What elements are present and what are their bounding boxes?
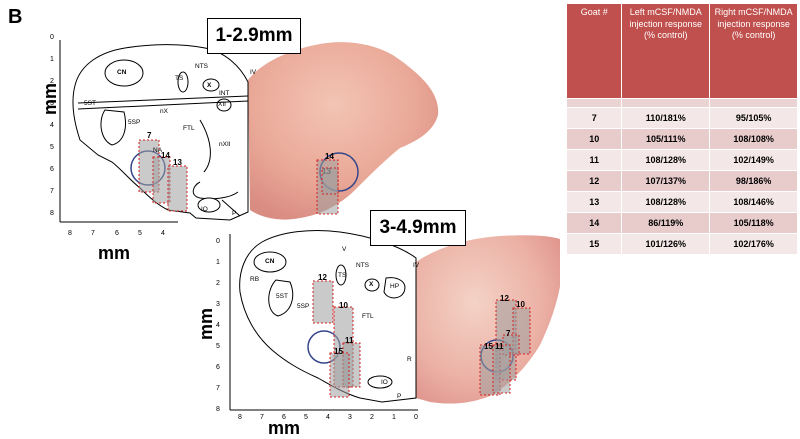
table-row: 15 101/126% 102/176% bbox=[565, 233, 798, 255]
top-schematic bbox=[72, 44, 359, 221]
top-axes bbox=[59, 40, 178, 223]
goat-label-7: 7 bbox=[147, 131, 152, 140]
table-header-row: Goat # Left mCSF/NMDA injection response… bbox=[565, 3, 798, 99]
cell-left: 110/181% bbox=[621, 107, 711, 129]
region-int: INT bbox=[219, 90, 230, 97]
panel-letter: B bbox=[8, 6, 23, 28]
region-io-bottom: IO bbox=[381, 379, 388, 386]
region-p-bottom: P bbox=[397, 393, 402, 400]
header-left-response: Left mCSF/NMDA injection response (% con… bbox=[621, 3, 711, 99]
goat-label-11: 11 bbox=[345, 336, 354, 345]
table-row: 7 110/181% 95/105% bbox=[565, 107, 798, 129]
region-x: X bbox=[207, 82, 212, 89]
cell-right: 102/149% bbox=[709, 149, 798, 171]
bottom-schematic bbox=[239, 230, 531, 403]
cell-right: 105/118% bbox=[709, 212, 798, 234]
goat-label-13-right: 13 bbox=[322, 167, 331, 176]
cell-left: 86/119% bbox=[621, 212, 711, 234]
region-ts-bottom: TS bbox=[338, 272, 347, 279]
region-hp: HP bbox=[390, 283, 400, 290]
table-spacer-row bbox=[565, 98, 798, 108]
cell-right: 108/146% bbox=[709, 191, 798, 213]
goat-label-11-right: 11 bbox=[495, 342, 504, 351]
top-x-ticks: 8 7 6 5 4 bbox=[68, 230, 165, 237]
cell-right: 98/186% bbox=[709, 170, 798, 192]
region-5sp: 5SP bbox=[128, 119, 141, 126]
region-iv: IV bbox=[250, 69, 257, 76]
region-rb: RB bbox=[250, 276, 260, 283]
bottom-stained-tissue bbox=[416, 235, 560, 404]
region-ts: TS bbox=[175, 75, 184, 82]
header-goat: Goat # bbox=[565, 3, 623, 99]
region-io: IO bbox=[201, 206, 208, 213]
bottom-axes bbox=[229, 234, 418, 411]
cell-left: 101/126% bbox=[621, 233, 711, 255]
region-v: V bbox=[342, 246, 347, 253]
cell-left: 108/128% bbox=[621, 191, 711, 213]
cell-right: 102/176% bbox=[709, 233, 798, 255]
cell-goat: 11 bbox=[565, 149, 623, 171]
region-r: R bbox=[407, 356, 412, 363]
top-stained-tissue bbox=[248, 42, 439, 220]
table-row: 11 108/128% 102/149% bbox=[565, 149, 798, 171]
region-nx: nX bbox=[160, 108, 168, 115]
region-x-bottom: X bbox=[369, 281, 374, 288]
bottom-x-ticks: 8 7 6 5 4 3 2 1 0 bbox=[238, 414, 418, 421]
cell-left: 105/111% bbox=[621, 128, 711, 150]
goat-label-7-right: 7 bbox=[506, 329, 511, 338]
goat-label-15: 15 bbox=[334, 347, 343, 356]
cell-goat: 13 bbox=[565, 191, 623, 213]
goat-label-12: 12 bbox=[318, 273, 327, 282]
response-table: Goat # Left mCSF/NMDA injection response… bbox=[565, 3, 798, 255]
goat-label-13: 13 bbox=[173, 158, 182, 167]
goat-label-10-right: 10 bbox=[516, 300, 525, 309]
region-iv-bottom: IV bbox=[413, 262, 420, 269]
goat-label-10: 10 bbox=[339, 301, 348, 310]
header-right-response: Right mCSF/NMDA injection response (% co… bbox=[709, 3, 798, 99]
cell-goat: 12 bbox=[565, 170, 623, 192]
bottom-x-axis-label: mm bbox=[268, 418, 301, 438]
goat-label-14: 14 bbox=[161, 151, 170, 160]
region-cn: CN bbox=[117, 69, 127, 76]
cell-left: 107/137% bbox=[621, 170, 711, 192]
table-row: 10 105/111% 108/108% bbox=[565, 128, 798, 150]
region-p: P bbox=[232, 210, 237, 217]
table-row: 12 107/137% 98/186% bbox=[565, 170, 798, 192]
region-cn-bottom: CN bbox=[265, 258, 275, 265]
region-nts-bottom: NTS bbox=[356, 262, 369, 269]
region-nts: NTS bbox=[195, 63, 208, 70]
cell-goat: 14 bbox=[565, 212, 623, 234]
region-5st-bottom: 5ST bbox=[276, 293, 288, 300]
bottom-section-label: 3-4.9mm bbox=[370, 210, 466, 246]
region-na: NA bbox=[153, 147, 163, 154]
cell-left: 108/128% bbox=[621, 149, 711, 171]
goat-label-15-right: 15 bbox=[484, 342, 493, 351]
region-nxii: nXII bbox=[219, 141, 231, 148]
table-row: 13 108/128% 108/146% bbox=[565, 191, 798, 213]
cell-right: 108/108% bbox=[709, 128, 798, 150]
cell-goat: 7 bbox=[565, 107, 623, 129]
goat-label-12-right: 12 bbox=[500, 294, 509, 303]
region-xii: XII bbox=[218, 101, 226, 108]
region-5sp-bottom: 5SP bbox=[297, 303, 310, 310]
goat-label-14-right: 14 bbox=[325, 152, 334, 161]
region-ftl-bottom: FTL bbox=[362, 313, 374, 320]
region-ftl: FTL bbox=[183, 125, 195, 132]
top-section-label: 1-2.9mm bbox=[207, 18, 301, 54]
cell-goat: 15 bbox=[565, 233, 623, 255]
cell-right: 95/105% bbox=[709, 107, 798, 129]
region-5st: 5ST bbox=[84, 100, 96, 107]
top-x-axis-label: mm bbox=[98, 243, 131, 263]
table-row: 14 86/119% 105/118% bbox=[565, 212, 798, 234]
cell-goat: 10 bbox=[565, 128, 623, 150]
